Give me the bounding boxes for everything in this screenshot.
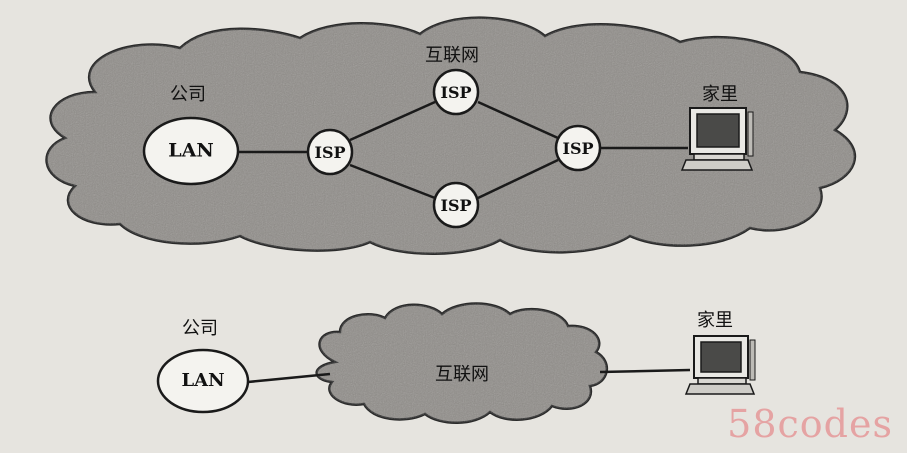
- link-bottom-lan-cloud: [247, 372, 331, 384]
- link-isp-bottom-isp-right: [477, 158, 559, 200]
- bottom-internet-cloud: [315, 302, 609, 424]
- bottom-links: [247, 368, 691, 384]
- link-isp-left-isp-bottom: [349, 163, 436, 200]
- bottom-company-label: 公司: [182, 318, 218, 339]
- isp-left-label: ISP: [314, 143, 346, 162]
- bottom-lan-label: LAN: [181, 370, 225, 391]
- bottom-lan-node: [156, 348, 250, 414]
- bottom-internet-label: 互联网: [435, 364, 489, 385]
- bottom-home-label: 家里: [697, 310, 733, 331]
- link-isp-left-isp-top: [349, 100, 436, 142]
- isp-node-bottom: [432, 181, 480, 229]
- top-lan-node: [142, 116, 240, 186]
- link-isp-top-isp-right: [477, 100, 559, 140]
- isp-node-left: [306, 128, 354, 176]
- watermark-text: 58codes: [727, 402, 893, 446]
- isp-node-top: [432, 68, 480, 116]
- isp-node-right: [554, 124, 602, 172]
- isp-right-label: ISP: [562, 139, 594, 158]
- bottom-home-computer-icon: [684, 335, 756, 395]
- isp-top-label: ISP: [440, 83, 472, 102]
- top-links: [237, 100, 688, 200]
- top-home-label: 家里: [702, 84, 738, 105]
- top-home-computer-icon: [680, 107, 754, 171]
- top-internet-label: 互联网: [425, 45, 479, 66]
- top-nodes: [142, 68, 602, 229]
- top-internet-cloud: [45, 16, 857, 255]
- isp-bottom-label: ISP: [440, 196, 472, 215]
- top-company-label: 公司: [170, 84, 206, 105]
- top-lan-label: LAN: [168, 139, 214, 162]
- link-bottom-cloud-home: [599, 368, 691, 374]
